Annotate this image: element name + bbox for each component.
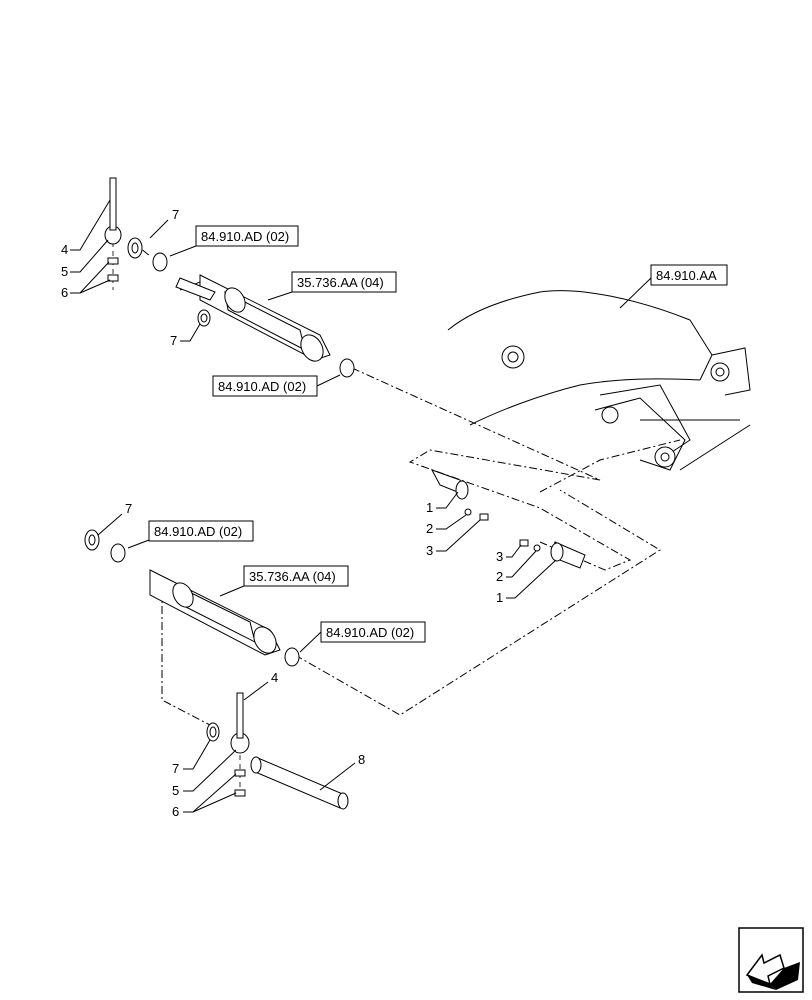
bolt-3-right — [519, 539, 529, 547]
ref-text-d[interactable]: 84.910.AA — [656, 268, 717, 283]
bracket-boss-left — [601, 406, 619, 424]
ref-text-a[interactable]: 84.910.AD (02) — [201, 229, 289, 244]
callout-4-top: 4 — [61, 242, 68, 257]
lower-bushing-left — [110, 543, 126, 563]
pin-8 — [252, 757, 346, 809]
lower-bolt-4 — [236, 692, 244, 739]
callout-5-top: 5 — [61, 264, 68, 279]
ref-box-g[interactable]: 84.910.AD (02) — [320, 621, 426, 643]
ref-box-d[interactable]: 84.910.AA — [650, 264, 728, 286]
callouts: 4 5 6 7 7 1 2 3 3 2 1 7 4 7 5 6 8 — [61, 199, 557, 819]
callout-6-bot: 6 — [172, 804, 179, 819]
ref-box-e[interactable]: 84.910.AD (02) — [148, 520, 254, 542]
ref-box-b[interactable]: 35.736.AA (04) — [291, 271, 397, 293]
boom-structure — [447, 290, 751, 471]
callout-5-bot: 5 — [172, 783, 179, 798]
upper-bushing-left — [152, 252, 168, 272]
washer-2-left — [464, 508, 472, 516]
ref-box-c[interactable]: 84.910.AD (02) — [212, 375, 318, 397]
callout-1-a: 1 — [426, 500, 433, 515]
ref-text-g[interactable]: 84.910.AD (02) — [326, 625, 414, 640]
callout-2-b: 2 — [496, 569, 503, 584]
bolt-3-left — [479, 513, 489, 521]
upper-bolt-4 — [109, 177, 117, 231]
ref-box-f[interactable]: 35.736.AA (04) — [243, 565, 349, 587]
ref-text-b[interactable]: 35.736.AA (04) — [297, 275, 384, 290]
callout-7-bot: 7 — [172, 761, 179, 776]
lower-cylinder — [84, 529, 349, 810]
ref-text-f[interactable]: 35.736.AA (04) — [249, 569, 336, 584]
pin-assemblies — [430, 469, 586, 569]
washer-2-right — [533, 544, 541, 552]
callout-7-top: 7 — [172, 207, 179, 222]
callout-7-mid: 7 — [170, 333, 177, 348]
callout-7-low: 7 — [125, 501, 132, 516]
callout-8: 8 — [358, 752, 365, 767]
boom-pin-hole — [507, 351, 519, 363]
callout-6-top: 6 — [61, 285, 68, 300]
callout-4-bot: 4 — [271, 670, 278, 685]
callout-3-b: 3 — [496, 549, 503, 564]
ref-text-c[interactable]: 84.910.AD (02) — [218, 379, 306, 394]
ref-box-a[interactable]: 84.910.AD (02) — [195, 225, 299, 247]
callout-2-a: 2 — [426, 521, 433, 536]
callout-1-b: 1 — [496, 590, 503, 605]
previous-page-arrow-icon[interactable] — [738, 927, 804, 993]
upper-cylinder — [104, 177, 355, 378]
callout-3-a: 3 — [426, 543, 433, 558]
lower-bushing-right — [284, 647, 300, 667]
upper-bushing-right — [339, 358, 355, 378]
ref-text-e[interactable]: 84.910.AD (02) — [154, 524, 242, 539]
